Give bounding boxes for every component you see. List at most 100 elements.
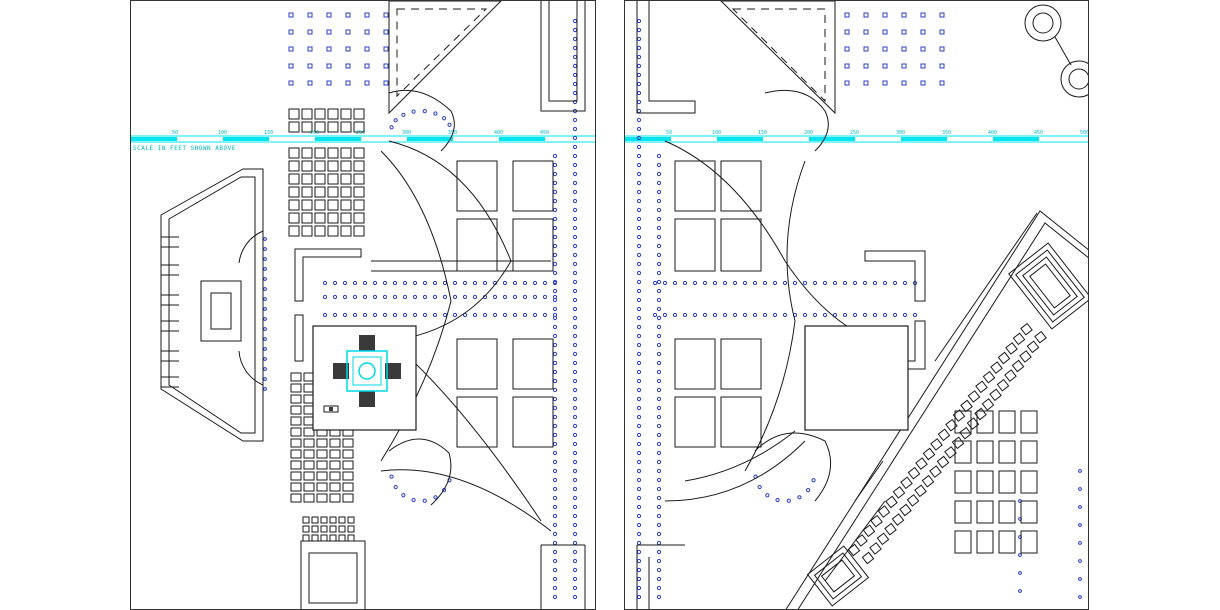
scale-tick-label: 250 [356,130,365,136]
column-marker [920,12,926,18]
column-dot [393,484,398,490]
column-dot [552,558,558,564]
column-dot [656,252,662,258]
column-dot [762,280,768,286]
column-dot [636,144,642,150]
column-dot [882,280,888,286]
column-dot [636,378,642,384]
column-dot [662,312,668,318]
column-marker [383,29,389,35]
column-dot [656,171,662,177]
column-dot [422,280,428,286]
column-marker [882,80,888,86]
room-cell [303,482,315,492]
column-dot [552,414,558,420]
column-dot [442,280,448,286]
column-dot [572,135,578,141]
column-dot [352,280,358,286]
room-cell [327,186,339,198]
column-dot [636,342,642,348]
column-dot [656,504,662,510]
column-marker [345,63,351,69]
column-dot [422,498,427,503]
nested-chamber [820,559,856,593]
column-dot [722,280,728,286]
column-marker [863,46,869,52]
column-dot [757,484,762,490]
courtyard-link [371,260,551,272]
column-dot [902,312,908,318]
column-dot [656,288,662,294]
column-dot [263,377,267,381]
column-dot [542,312,548,318]
column-dot [502,280,508,286]
column-dot [572,288,578,294]
column-dot [636,387,642,393]
column-dot [772,312,778,318]
room-cell [855,534,868,547]
column-dot [552,450,558,456]
column-dot [552,585,558,591]
courtyard-block [674,218,716,272]
column-dot [765,493,770,498]
room-cell [320,534,328,542]
column-dot [572,162,578,168]
scale-tick-label: 350 [942,130,951,136]
column-dot [572,432,578,438]
courtyard-block [456,396,498,448]
west-bracket [636,544,685,609]
room-cell [1011,359,1025,373]
scale-bar [625,135,1088,143]
room-cell [316,482,328,492]
column-dot [552,387,558,393]
column-dot [412,280,418,286]
south-block [300,540,366,609]
column-dot [752,280,758,286]
column-dot [382,280,388,286]
column-dot [636,189,642,195]
room-cell [862,524,876,538]
column-dot [411,109,416,114]
scale-segment [315,137,361,141]
room-cell [288,108,300,120]
column-dot [422,294,428,300]
rotunda-lobe [754,432,832,502]
column-dot [552,180,558,186]
room-cell [290,372,302,382]
nested-chamber [1015,249,1085,323]
column-dot [656,477,662,483]
north-diagonal-path [720,1,836,115]
column-dot [332,312,338,318]
room-cell [967,390,981,403]
courtyard-block [720,338,762,390]
column-dot [792,280,798,286]
room-cell [329,493,341,503]
room-cell [340,186,352,198]
column-dot [1018,571,1022,575]
column-dot [542,280,548,286]
column-dot [636,135,642,141]
column-dot [552,531,558,537]
room-cell [976,410,994,434]
column-dot [263,327,267,331]
column-dot [412,294,418,300]
column-marker [345,29,351,35]
column-dot [811,478,816,483]
column-dot [393,118,398,123]
column-dot [672,280,678,286]
pavilion-ring [1024,4,1062,42]
column-dot [552,189,558,195]
column-dot [636,54,642,60]
column-dot [552,324,558,330]
room-cell [320,516,328,524]
column-dot [411,497,416,503]
room-cell [314,199,326,211]
room-cell [340,199,352,211]
room-cell [1034,330,1047,344]
column-dot [636,567,642,573]
room-cell [906,494,920,507]
pavilion-ring [1068,68,1088,90]
room-cell [311,516,319,524]
column-dot [552,441,558,447]
column-dot [656,549,662,555]
